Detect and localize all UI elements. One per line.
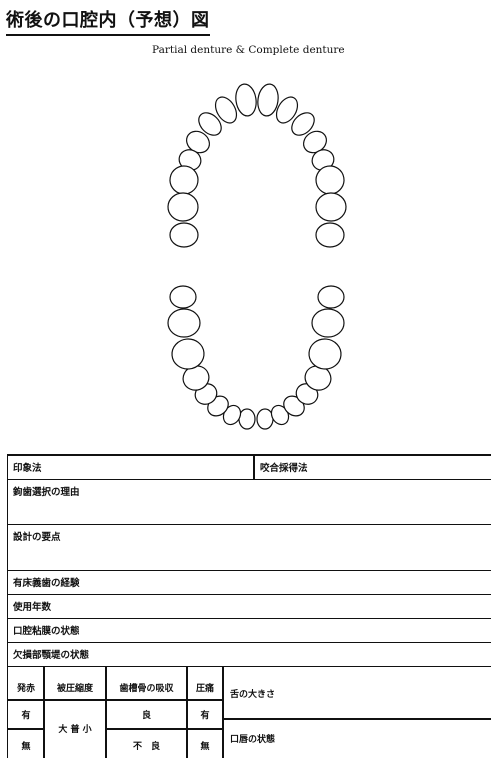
upper-tooth <box>167 192 199 222</box>
value-absorption-notgood: 不 良 <box>132 742 160 752</box>
row-clasp: 鉤歯選択の理由 <box>8 480 491 525</box>
lower-tooth <box>238 408 256 430</box>
lower-tooth <box>308 338 342 370</box>
upper-tooth <box>214 96 238 124</box>
row-years: 使用年数 <box>8 595 491 619</box>
divider <box>253 456 255 479</box>
row-mucosa: 口腔粘膜の状態 <box>8 619 491 643</box>
value-pain-absent: 無 <box>200 742 210 752</box>
upper-tooth <box>275 96 299 124</box>
lower-tooth <box>256 408 274 430</box>
label-oral: 口唇の状態 <box>230 735 276 745</box>
label-clasp: 鉤歯選択の理由 <box>13 487 80 498</box>
upper-arch <box>167 83 347 248</box>
value-pain-present: 有 <box>200 711 210 721</box>
lower-tooth <box>167 308 201 338</box>
label-bite: 咬合採得法 <box>260 463 308 474</box>
value-redness-present: 有 <box>21 711 31 721</box>
lower-arch <box>167 285 345 430</box>
value-compress-size: 大 普 小 <box>58 725 92 735</box>
divider <box>8 728 43 730</box>
page-subtitle: Partial denture & Complete denture <box>152 44 345 56</box>
label-design: 設計の要点 <box>13 532 61 543</box>
divider <box>43 667 45 758</box>
label-redness: 発赤 <box>16 684 35 694</box>
lower-tooth <box>311 308 345 338</box>
upper-tooth <box>235 83 257 117</box>
upper-tooth <box>169 222 199 248</box>
clinical-form: 印象法 咬合採得法 鉤歯選択の理由 設計の要点 有床義歯の経験 使用年数 口腔粘… <box>7 454 491 758</box>
row-ridge: 欠損部顎堤の状態 <box>8 643 491 667</box>
label-compress: 被圧縮度 <box>56 684 93 694</box>
label-absorption: 歯槽骨の吸収 <box>119 684 174 694</box>
label-mucosa: 口腔粘膜の状態 <box>13 626 80 637</box>
divider <box>105 667 107 758</box>
page-title: 術後の口腔内（予想）図 <box>6 6 210 36</box>
upper-tooth <box>257 83 279 117</box>
label-years: 使用年数 <box>13 602 52 613</box>
upper-tooth <box>198 112 222 136</box>
divider <box>105 728 222 730</box>
label-experience: 有床義歯の経験 <box>13 578 80 589</box>
label-pain: 圧痛 <box>195 684 214 694</box>
value-absorption-good: 良 <box>141 711 151 721</box>
value-redness-absent: 無 <box>21 742 31 752</box>
lower-tooth <box>171 338 205 370</box>
row-impression: 印象法 咬合採得法 <box>8 456 491 480</box>
lower-tooth <box>317 285 345 309</box>
divider <box>222 718 491 720</box>
upper-tooth <box>291 112 315 136</box>
row-design: 設計の要点 <box>8 525 491 571</box>
divider <box>222 667 224 758</box>
upper-tooth <box>315 192 347 222</box>
divider <box>186 667 188 758</box>
lower-tooth <box>169 285 197 309</box>
dental-arch-diagram <box>167 83 347 430</box>
label-impression: 印象法 <box>13 463 42 474</box>
label-tongue: 舌の大きさ <box>230 690 276 700</box>
label-ridge: 欠損部顎堤の状態 <box>13 650 90 661</box>
upper-tooth <box>315 222 345 248</box>
divider <box>8 699 222 701</box>
row-experience: 有床義歯の経験 <box>8 571 491 595</box>
